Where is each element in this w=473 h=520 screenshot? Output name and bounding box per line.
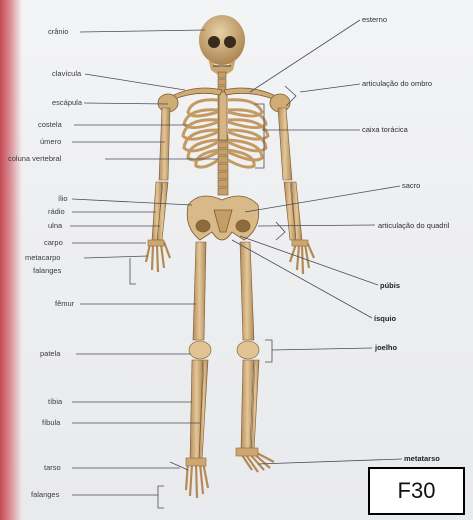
label-isquio: ísquio — [374, 314, 396, 323]
skull — [199, 15, 245, 75]
label-cranio: crânio — [48, 27, 68, 36]
label-metacarpo: metacarpo — [25, 253, 60, 262]
label-umero: úmero — [40, 137, 61, 146]
label-metatarso: metatarso — [404, 454, 440, 463]
label-joelho: joelho — [375, 343, 397, 352]
label-esterno: esterno — [362, 15, 387, 24]
label-costela: costela — [38, 120, 62, 129]
pelvis — [187, 196, 259, 240]
label-articulacao-quadril: articulação do quadril — [378, 221, 449, 230]
label-caixa-toracica: caixa torácica — [362, 125, 408, 134]
label-coluna-vertebral: coluna vertebral — [8, 154, 61, 163]
label-articulacao-ombro: articulação do ombro — [362, 79, 432, 88]
label-ilio: ílio — [58, 194, 68, 203]
label-falanges-pe: falanges — [31, 490, 59, 499]
label-tarso: tarso — [44, 463, 61, 472]
label-radio: rádio — [48, 207, 65, 216]
label-pubis: púbis — [380, 281, 400, 290]
hands — [146, 240, 314, 274]
label-sacro: sacro — [402, 181, 420, 190]
label-escapula: escápula — [52, 98, 82, 107]
label-fibula: fíbula — [42, 418, 60, 427]
label-falanges-mao: falanges — [33, 266, 61, 275]
figure-code-badge: F30 — [368, 467, 465, 515]
label-carpo: carpo — [44, 238, 63, 247]
legs — [189, 242, 259, 460]
label-clavicula: clavícula — [52, 69, 81, 78]
label-tibia: tíbia — [48, 397, 62, 406]
label-femur: fêmur — [55, 299, 74, 308]
label-patela: patela — [40, 349, 60, 358]
label-ulna: ulna — [48, 221, 62, 230]
